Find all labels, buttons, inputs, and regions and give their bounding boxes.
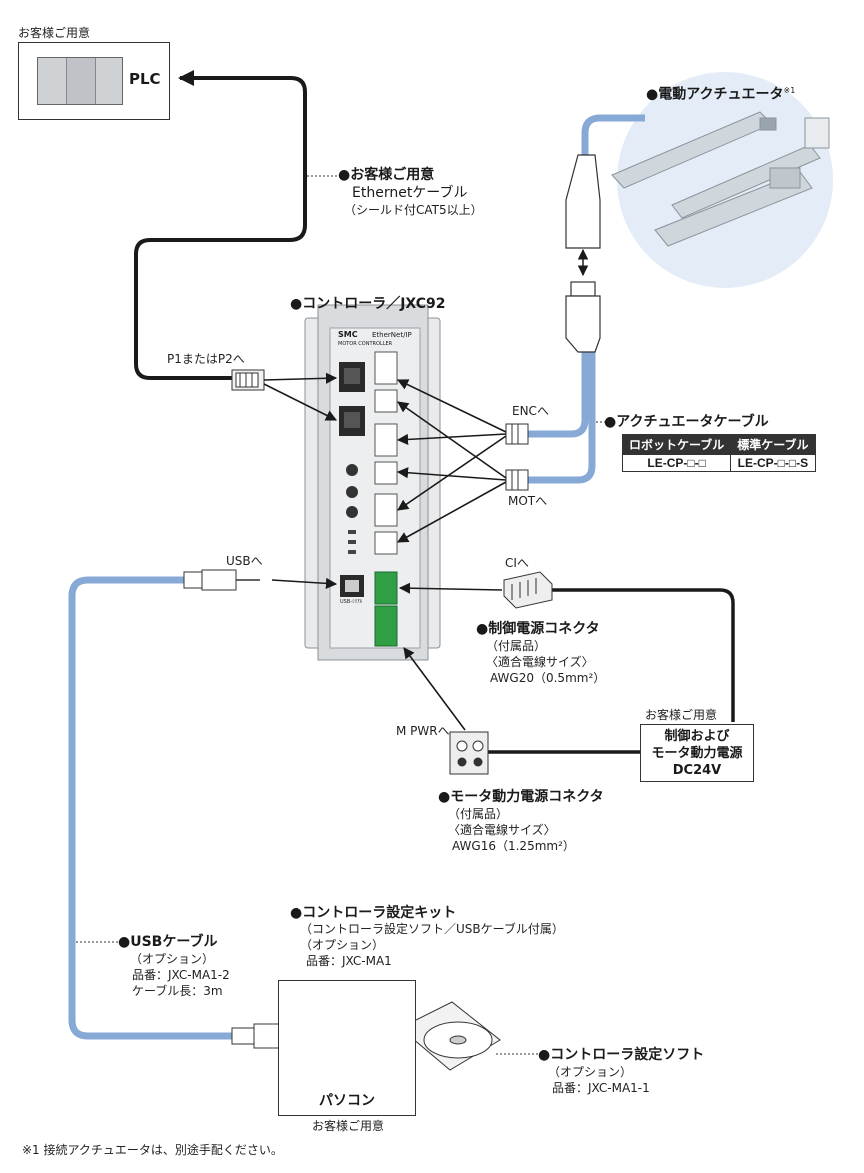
plc-box: PLC (18, 42, 170, 120)
actuator-plug-bottom (565, 281, 601, 353)
actuator-title: ●電動アクチュエータ※1 (646, 86, 796, 103)
mpwr-connector-icon (449, 731, 489, 775)
rj45-plug-icon (231, 369, 265, 391)
motor-power-connector-awg: AWG16（1.25mm²） (452, 839, 575, 853)
pc-name: パソコン (319, 1093, 375, 1109)
power-supply-voltage: DC24V (672, 763, 722, 778)
ci-label: CIへ (505, 556, 529, 570)
actuator-cable-top (581, 114, 645, 160)
motor-power-connector-title: ●モータ動力電源コネクタ (438, 789, 604, 805)
usb-cable (68, 576, 235, 1040)
usb-plug-top-icon (183, 569, 260, 591)
actuator-cable-title: ●アクチュエータケーブル (604, 414, 769, 430)
cable-value-robot: LE-CP-□-□ (621, 454, 732, 472)
controller-usb-label: USB-ｼﾘｱﾙ (340, 599, 363, 605)
ctrl-power-connector-awg: AWG20（0.5mm²） (490, 671, 606, 685)
power-supply-line2: モータ動力電源 (651, 746, 743, 761)
usb-cable-part-number: 品番：JXC-MA1-2 (132, 968, 230, 982)
controller-device (304, 304, 441, 661)
plc-name: PLC (129, 70, 161, 88)
power-supply-line1: 制御および (664, 729, 730, 744)
mot-connector-icon (505, 469, 529, 491)
usb-cable-title: ●USBケーブル (118, 934, 218, 950)
mpwr-label: M PWRへ (396, 724, 450, 738)
ctrl-power-connector-wire-size-label: 〈適合電線サイズ〉 (486, 655, 594, 669)
setup-kit-contents: （コントローラ設定ソフト／USBケーブル付属） (300, 922, 564, 936)
setup-kit-title: ●コントローラ設定キット (290, 905, 457, 921)
enc-connector-icon (505, 423, 529, 445)
plc-icon (37, 57, 123, 105)
actuator-cable-mot (525, 350, 596, 484)
actuator-cable-table: ロボットケーブル 標準ケーブル LE-CP-□-□ LE-CP-□-□-S (621, 434, 816, 472)
power-supply-box: 制御および モータ動力電源 DC24V (640, 724, 754, 782)
ethernet-cable-name: Ethernetケーブル (352, 185, 468, 201)
software-part-number: 品番：JXC-MA1-1 (552, 1081, 650, 1095)
usb-plug-bottom-icon (231, 1023, 297, 1049)
actuator-plug-top (565, 154, 601, 249)
mot-label: MOTへ (508, 494, 548, 508)
software-option: （オプション） (548, 1065, 633, 1079)
port-label: P1またはP2へ (167, 352, 245, 366)
setup-kit-part-number: 品番：JXC-MA1 (306, 954, 392, 968)
plc-owner-label: お客様ご用意 (18, 26, 91, 40)
ethernet-note: （シールド付CAT5以上） (344, 203, 483, 217)
actuator-icon (611, 111, 830, 247)
software-title: ●コントローラ設定ソフト (538, 1047, 705, 1063)
motor-power-connector-wire-size-label: 〈適合電線サイズ〉 (448, 823, 556, 837)
controller-subtitle: MOTOR CONTROLLER (338, 341, 393, 347)
usb-to-label: USBへ (226, 554, 263, 568)
ethernet-title: ●お客様ご用意 (338, 167, 435, 183)
pc-box: パソコン (278, 980, 416, 1116)
usb-cable-length: ケーブル長：3m (132, 984, 223, 998)
ctrl-power-connector-title: ●制御電源コネクタ (476, 621, 600, 637)
actuator-cable-enc (525, 350, 589, 438)
cable-header-robot: ロボットケーブル (621, 434, 732, 455)
cable-value-standard: LE-CP-□-□-S (730, 454, 816, 472)
controller-brand: SMC (338, 330, 358, 339)
ctrl-power-connector-accessory: （付属品） (486, 639, 547, 653)
motor-power-connector-accessory: （付属品） (448, 807, 509, 821)
enc-label: ENCへ (512, 404, 549, 418)
ci-connector-icon (503, 571, 553, 609)
cd-icon (399, 1001, 501, 1071)
ethernet-cable (134, 76, 307, 380)
controller-protocol: EtherNet/IP (372, 331, 412, 339)
usb-cable-option: （オプション） (130, 952, 215, 966)
ci-cable (548, 588, 735, 722)
cable-header-standard: 標準ケーブル (730, 434, 816, 455)
pc-owner-label: お客様ご用意 (312, 1119, 385, 1133)
power-supply-owner-label: お客様ご用意 (645, 708, 718, 722)
setup-kit-option: （オプション） (300, 938, 385, 952)
footnote: ※1 接続アクチュエータは、別途手配ください。 (22, 1143, 283, 1157)
actuator-footnote-mark: ※1 (783, 86, 796, 95)
controller-title: ●コントローラ／JXC92 (290, 296, 446, 312)
